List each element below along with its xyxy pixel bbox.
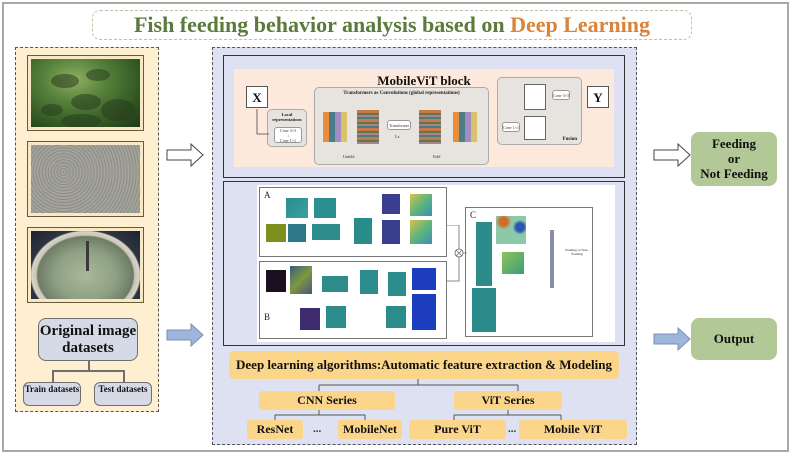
title-part-1: Fish feeding behavior analysis based on — [133, 12, 511, 37]
local-representations-box: Local representations Conv 3×3 ↓ Conv 1×… — [267, 109, 307, 147]
mobile-vit-box: Mobile ViT — [519, 420, 627, 439]
title-part-2: Deep Learning — [510, 12, 651, 37]
blue-arrow-icon — [653, 327, 691, 351]
output-tensor-y: Y — [587, 86, 609, 108]
train-datasets-box: Train datasets — [23, 382, 81, 406]
hierarchy-connectors — [274, 379, 562, 420]
network-architecture-frame: A B — [223, 181, 625, 346]
cnn-series-box: CNN Series — [259, 391, 395, 410]
test-datasets-box: Test datasets — [94, 382, 152, 406]
panel-a: A — [259, 187, 447, 257]
mobilenet-box: MobileNet — [338, 420, 402, 439]
photo-water-surface — [27, 141, 144, 217]
resnet-box: ResNet — [247, 420, 303, 439]
mobilevit-title: MobileViT block — [377, 73, 471, 88]
diagram-title: Fish feeding behavior analysis based on … — [92, 10, 692, 40]
pure-vit-box: Pure ViT — [409, 420, 506, 439]
panel-b: B — [259, 261, 447, 339]
mobilevit-block-frame: MobileViT block X Local representations … — [223, 55, 625, 178]
hollow-arrow-icon — [166, 143, 204, 167]
network-architecture-figure: A B — [257, 185, 615, 342]
photo-underwater-fish — [27, 55, 144, 131]
panel-c: C Feeding or Non-Feeding — [465, 207, 593, 337]
blue-arrow-icon — [166, 323, 204, 347]
model-panel: MobileViT block X Local representations … — [212, 47, 637, 445]
vit-series-box: ViT Series — [454, 391, 562, 410]
feeding-or-not-feeding-box: Feeding or Not Feeding — [691, 132, 777, 186]
deep-learning-algorithms-bar: Deep learning algorithms:Automatic featu… — [229, 351, 619, 379]
hollow-arrow-icon — [653, 143, 691, 167]
photo-fish-tank — [27, 227, 144, 303]
input-tensor-x: X — [246, 86, 268, 108]
dataset-panel: Original image datasets Train datasets T… — [15, 47, 159, 412]
mobilevit-block-figure: MobileViT block X Local representations … — [234, 69, 614, 167]
cnn-ellipsis: ... — [313, 423, 322, 435]
original-image-datasets-box: Original image datasets — [38, 318, 138, 361]
fusion-box: Conv 1×1 Conv 3×3 Fusion — [497, 77, 582, 145]
vit-ellipsis: ... — [508, 423, 517, 435]
output-box: Output — [691, 318, 777, 360]
global-representations-box: Transformers as Convolutions (global rep… — [314, 87, 489, 165]
